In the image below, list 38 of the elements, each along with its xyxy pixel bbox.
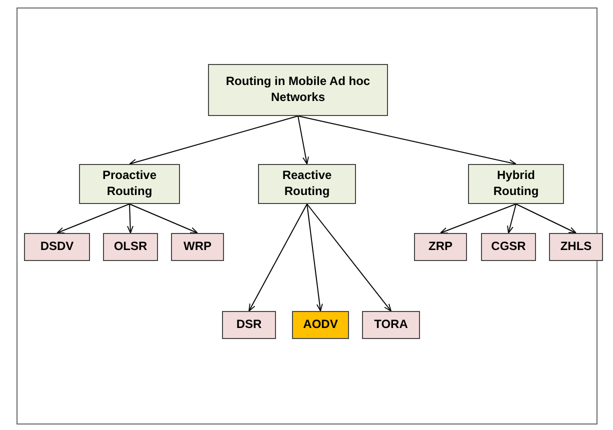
protocol-box bbox=[292, 311, 349, 339]
category-box bbox=[79, 164, 180, 204]
node-label: OLSR bbox=[114, 239, 148, 255]
arrow bbox=[507, 204, 516, 234]
protocol-box bbox=[24, 233, 90, 261]
arrow bbox=[56, 204, 130, 234]
node-label: Routing in Mobile Ad hoc Networks bbox=[224, 74, 372, 106]
arrow bbox=[129, 116, 298, 166]
category-box bbox=[258, 164, 356, 204]
node-label: AODV bbox=[303, 317, 338, 333]
node-label: DSR bbox=[236, 317, 262, 333]
node-label: WRP bbox=[184, 239, 212, 255]
arrow bbox=[298, 116, 516, 166]
protocol-box bbox=[481, 233, 536, 261]
node-label: CGSR bbox=[491, 239, 526, 255]
protocol-box bbox=[414, 233, 467, 261]
arrow bbox=[129, 204, 198, 234]
arrow bbox=[440, 204, 516, 234]
arrow bbox=[306, 204, 323, 312]
node-label: TORA bbox=[374, 317, 408, 333]
protocol-box bbox=[103, 233, 158, 261]
node-label: ZHLS bbox=[560, 239, 592, 255]
node-label: Reactive Routing bbox=[281, 168, 333, 200]
protocol-box bbox=[549, 233, 603, 261]
category-box bbox=[468, 164, 564, 204]
protocol-box bbox=[171, 233, 224, 261]
arrow bbox=[248, 204, 308, 312]
arrow bbox=[516, 204, 576, 234]
node-label: DSDV bbox=[40, 239, 74, 255]
arrow bbox=[306, 204, 392, 312]
node-label: Proactive Routing bbox=[101, 168, 158, 200]
arrow bbox=[298, 116, 309, 164]
protocol-box bbox=[222, 311, 276, 339]
arrow bbox=[127, 204, 134, 234]
node-label: ZRP bbox=[428, 239, 452, 255]
category-box bbox=[208, 64, 388, 116]
protocol-box bbox=[362, 311, 420, 339]
node-label: Hybrid Routing bbox=[492, 168, 540, 200]
